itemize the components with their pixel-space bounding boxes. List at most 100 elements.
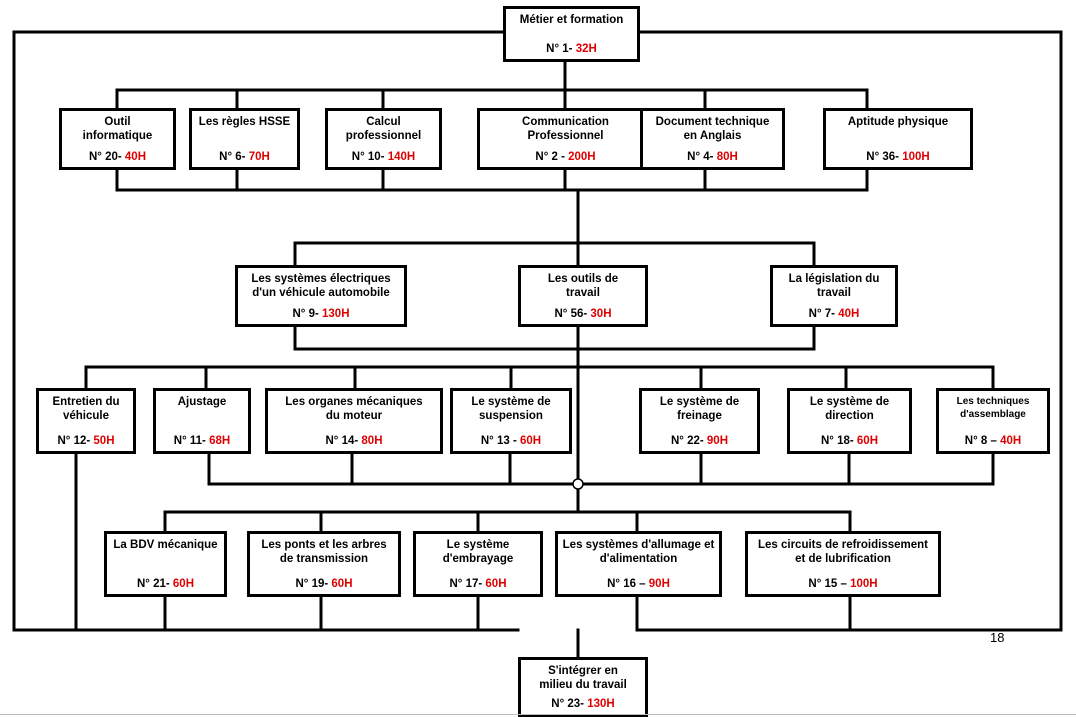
node-code: N° 22- 90H <box>671 434 728 448</box>
node-title: Les règles HSSE <box>198 116 291 128</box>
node-hours: 130H <box>587 698 615 710</box>
node-hours: 70H <box>248 151 270 163</box>
node-number: N° 36- <box>866 151 903 163</box>
node-number: N° 7- <box>808 308 839 320</box>
node-hours: 40H <box>1000 435 1022 447</box>
node-code: N° 11- 68H <box>174 434 230 448</box>
node-communication: Communication Professionnel N° 2 - 200H <box>477 108 654 170</box>
node-title: Les systèmes électriques d'un véhicule a… <box>251 273 391 299</box>
node-outil-info: Outil informatique N° 20- 40H <box>59 108 176 170</box>
node-code: N° 1- 32H <box>546 42 597 56</box>
node-title: Les ponts et les arbres de transmission <box>261 539 387 565</box>
node-number: N° 13 - <box>480 435 520 447</box>
node-number: N° 14- <box>325 435 362 447</box>
node-title: Entretien du véhicule <box>52 396 120 422</box>
node-title: Métier et formation <box>519 14 624 26</box>
node-outils-travail: Les outils de travail N° 56- 30H <box>518 265 648 327</box>
node-title: La BDV mécanique <box>113 539 218 551</box>
node-number: N° 11- <box>173 435 210 447</box>
node-entretien: Entretien du véhicule N° 12- 50H <box>36 388 136 454</box>
node-number: N° 16 – <box>607 578 649 590</box>
node-title: Outil informatique <box>82 116 153 142</box>
node-bdv: La BDV mécanique N° 21- 60H <box>104 531 227 597</box>
page-number: 18 <box>990 630 1005 645</box>
node-hours: 90H <box>706 435 729 447</box>
node-sys-elec: Les systèmes électriques d'un véhicule a… <box>235 265 407 327</box>
node-title: Les outils de travail <box>547 273 619 299</box>
node-hours: 80H <box>716 151 738 163</box>
node-code: N° 10- 140H <box>352 150 415 164</box>
node-code: N° 56- 30H <box>554 307 611 321</box>
node-title: Le système de freinage <box>659 396 740 422</box>
node-number: N° 20- <box>88 151 125 163</box>
node-number: N° 1- <box>546 43 576 55</box>
node-hours: 60H <box>485 578 507 590</box>
node-title: Le système de direction <box>809 396 890 422</box>
node-title: Le système de suspension <box>471 396 551 422</box>
node-title: Les circuits de refroidissement et de lu… <box>757 539 928 565</box>
node-hours: 130H <box>322 308 350 320</box>
node-suspension: Le système de suspension N° 13 - 60H <box>450 388 572 454</box>
node-freinage: Le système de freinage N° 22- 90H <box>639 388 760 454</box>
node-title: Le système d'embrayage <box>442 539 514 565</box>
node-hours: 140H <box>387 151 416 163</box>
node-hours: 60H <box>331 578 353 590</box>
node-hours: 100H <box>902 151 930 163</box>
node-embrayage: Le système d'embrayage N° 17- 60H <box>413 531 543 597</box>
node-code: N° 4- 80H <box>687 150 738 164</box>
node-hours: 80H <box>361 435 383 447</box>
node-number: N° 10- <box>351 151 388 163</box>
node-title: Aptitude physique <box>847 116 949 128</box>
node-code: N° 2 - 200H <box>535 150 595 164</box>
node-number: N° 8 – <box>964 435 1001 447</box>
node-direction: Le système de direction N° 18- 60H <box>787 388 912 454</box>
node-hours: 200H <box>568 151 596 163</box>
node-number: N° 6- <box>219 151 249 163</box>
node-hours: 60H <box>520 435 542 447</box>
node-number: N° 23- <box>551 698 588 710</box>
node-number: N° 2 - <box>535 151 569 163</box>
node-hsse: Les règles HSSE N° 6- 70H <box>189 108 300 170</box>
node-integrer: S'intégrer en milieu du travail N° 23- 13… <box>518 657 648 717</box>
node-number: N° 12- <box>57 435 94 447</box>
node-hours: 90H <box>648 578 670 590</box>
node-number: N° 18- <box>820 435 857 447</box>
node-number: N° 9- <box>292 308 323 320</box>
node-code: N° 8 – 40H <box>965 434 1021 448</box>
node-allumage: Les systèmes d'allumage et d'alimentatio… <box>555 531 722 597</box>
node-hours: 68H <box>209 435 231 447</box>
node-hours: 40H <box>838 308 860 320</box>
node-hours: 32H <box>575 43 597 55</box>
node-code: N° 15 – 100H <box>808 577 877 591</box>
node-code: N° 21- 60H <box>137 577 194 591</box>
node-hours: 60H <box>856 435 879 447</box>
node-title: Communication Professionnel <box>522 116 609 142</box>
node-assemblage: Les techniques d'assemblage N° 8 – 40H <box>936 388 1050 454</box>
node-hours: 40H <box>124 151 147 163</box>
node-aptitude: Aptitude physique N° 36- 100H <box>823 108 973 170</box>
node-number: N° 56- <box>554 308 591 320</box>
node-code: N° 23- 130H <box>551 697 614 711</box>
node-hours: 60H <box>172 578 195 590</box>
node-code: N° 17- 60H <box>449 577 506 591</box>
node-code: N° 6- 70H <box>219 150 270 164</box>
node-hours: 100H <box>850 578 878 590</box>
node-number: N° 4- <box>687 151 717 163</box>
node-hours: 50H <box>93 435 115 447</box>
node-code: N° 14- 80H <box>325 434 382 448</box>
node-title: Les techniques d'assemblage <box>956 396 1030 420</box>
node-title: Les systèmes d'allumage et d'alimentatio… <box>562 539 715 565</box>
node-title: S'intégrer en milieu du travail <box>539 665 627 691</box>
bottom-rule <box>0 714 1076 715</box>
node-refroidissement: Les circuits de refroidissement et de lu… <box>745 531 941 597</box>
node-title: Document technique en Anglais <box>655 116 770 142</box>
node-code: N° 16 – 90H <box>607 577 670 591</box>
node-code: N° 13 - 60H <box>481 434 541 448</box>
node-code: N° 20- 40H <box>89 150 146 164</box>
